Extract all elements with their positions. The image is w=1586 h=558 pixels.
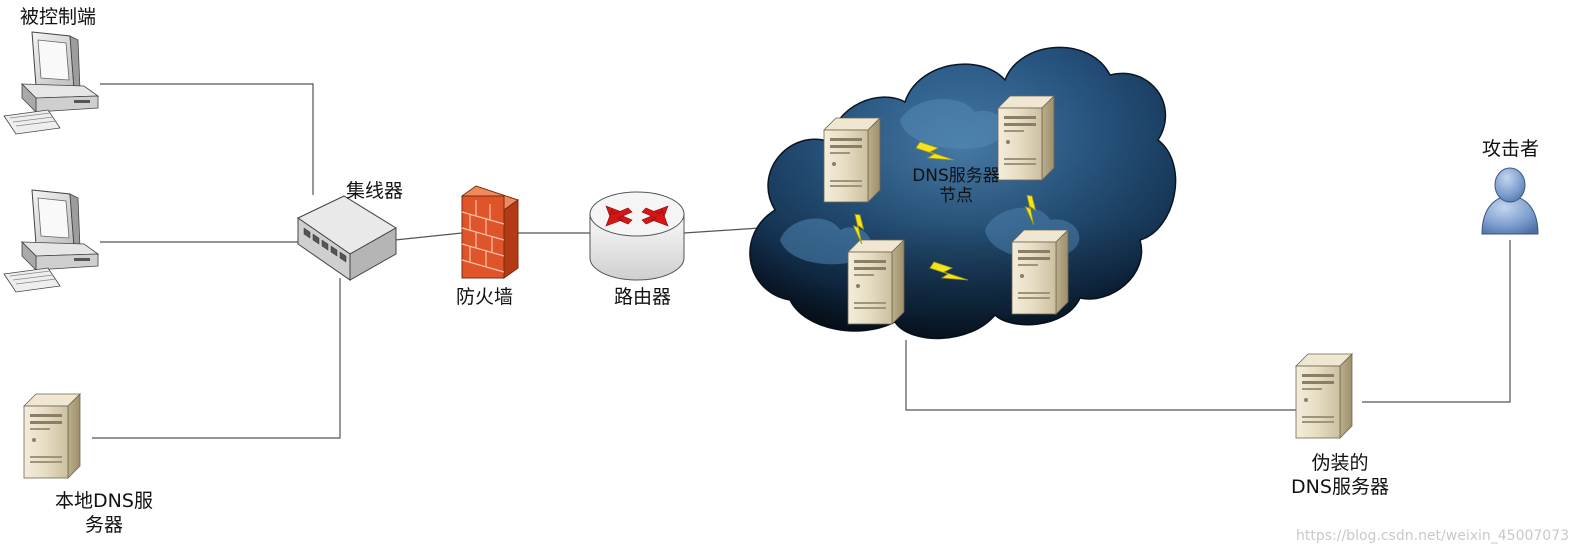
local-dns-label-line2: 务器	[84, 513, 123, 536]
server-icon	[23, 393, 81, 479]
server-icon	[1295, 353, 1353, 439]
link-router-cloud	[683, 227, 761, 234]
computer-icon	[3, 189, 99, 293]
server-icon	[997, 95, 1055, 181]
server-icon	[1011, 229, 1069, 315]
link-cloud-fakedns	[905, 340, 1296, 411]
firewall-label: 防火墙	[456, 286, 514, 308]
attacker-label: 攻击者	[1482, 138, 1540, 160]
fake-dns-label-line2: DNS服务器	[1291, 475, 1389, 498]
firewall-icon	[460, 185, 520, 279]
link-fakedns-attacker	[1362, 240, 1511, 403]
computer-icon	[3, 31, 99, 135]
connection-lines	[92, 83, 1511, 439]
link-localdns-hub	[92, 278, 341, 439]
user-icon	[1481, 167, 1539, 235]
router-label: 路由器	[614, 286, 672, 308]
dns-node-label-line1: DNS服务器	[912, 166, 1000, 186]
router-icon	[589, 191, 685, 281]
local-dns-label-line1: 本地DNS服	[55, 490, 153, 512]
fake-dns-label-line1: 伪装的	[1311, 452, 1369, 474]
lightning-icon	[1024, 194, 1037, 226]
dns-node-label-line2: 节点	[939, 186, 973, 207]
hub-icon	[297, 195, 397, 281]
fake-dns-label: 伪装的 DNS服务器	[1280, 452, 1400, 500]
controlled-clients-label: 被控制端	[20, 6, 97, 28]
lightning-icon	[852, 213, 865, 245]
hub-label: 集线器	[346, 180, 404, 202]
local-dns-label: 本地DNS服 务器	[44, 490, 164, 538]
link-client1-hub	[100, 83, 314, 195]
watermark: https://blog.csdn.net/weixin_45007073	[1296, 528, 1570, 544]
dns-node-label: DNS服务器 节点	[906, 166, 1006, 207]
link-hub-firewall	[394, 232, 463, 241]
server-icon	[823, 117, 881, 203]
server-icon	[847, 239, 905, 325]
